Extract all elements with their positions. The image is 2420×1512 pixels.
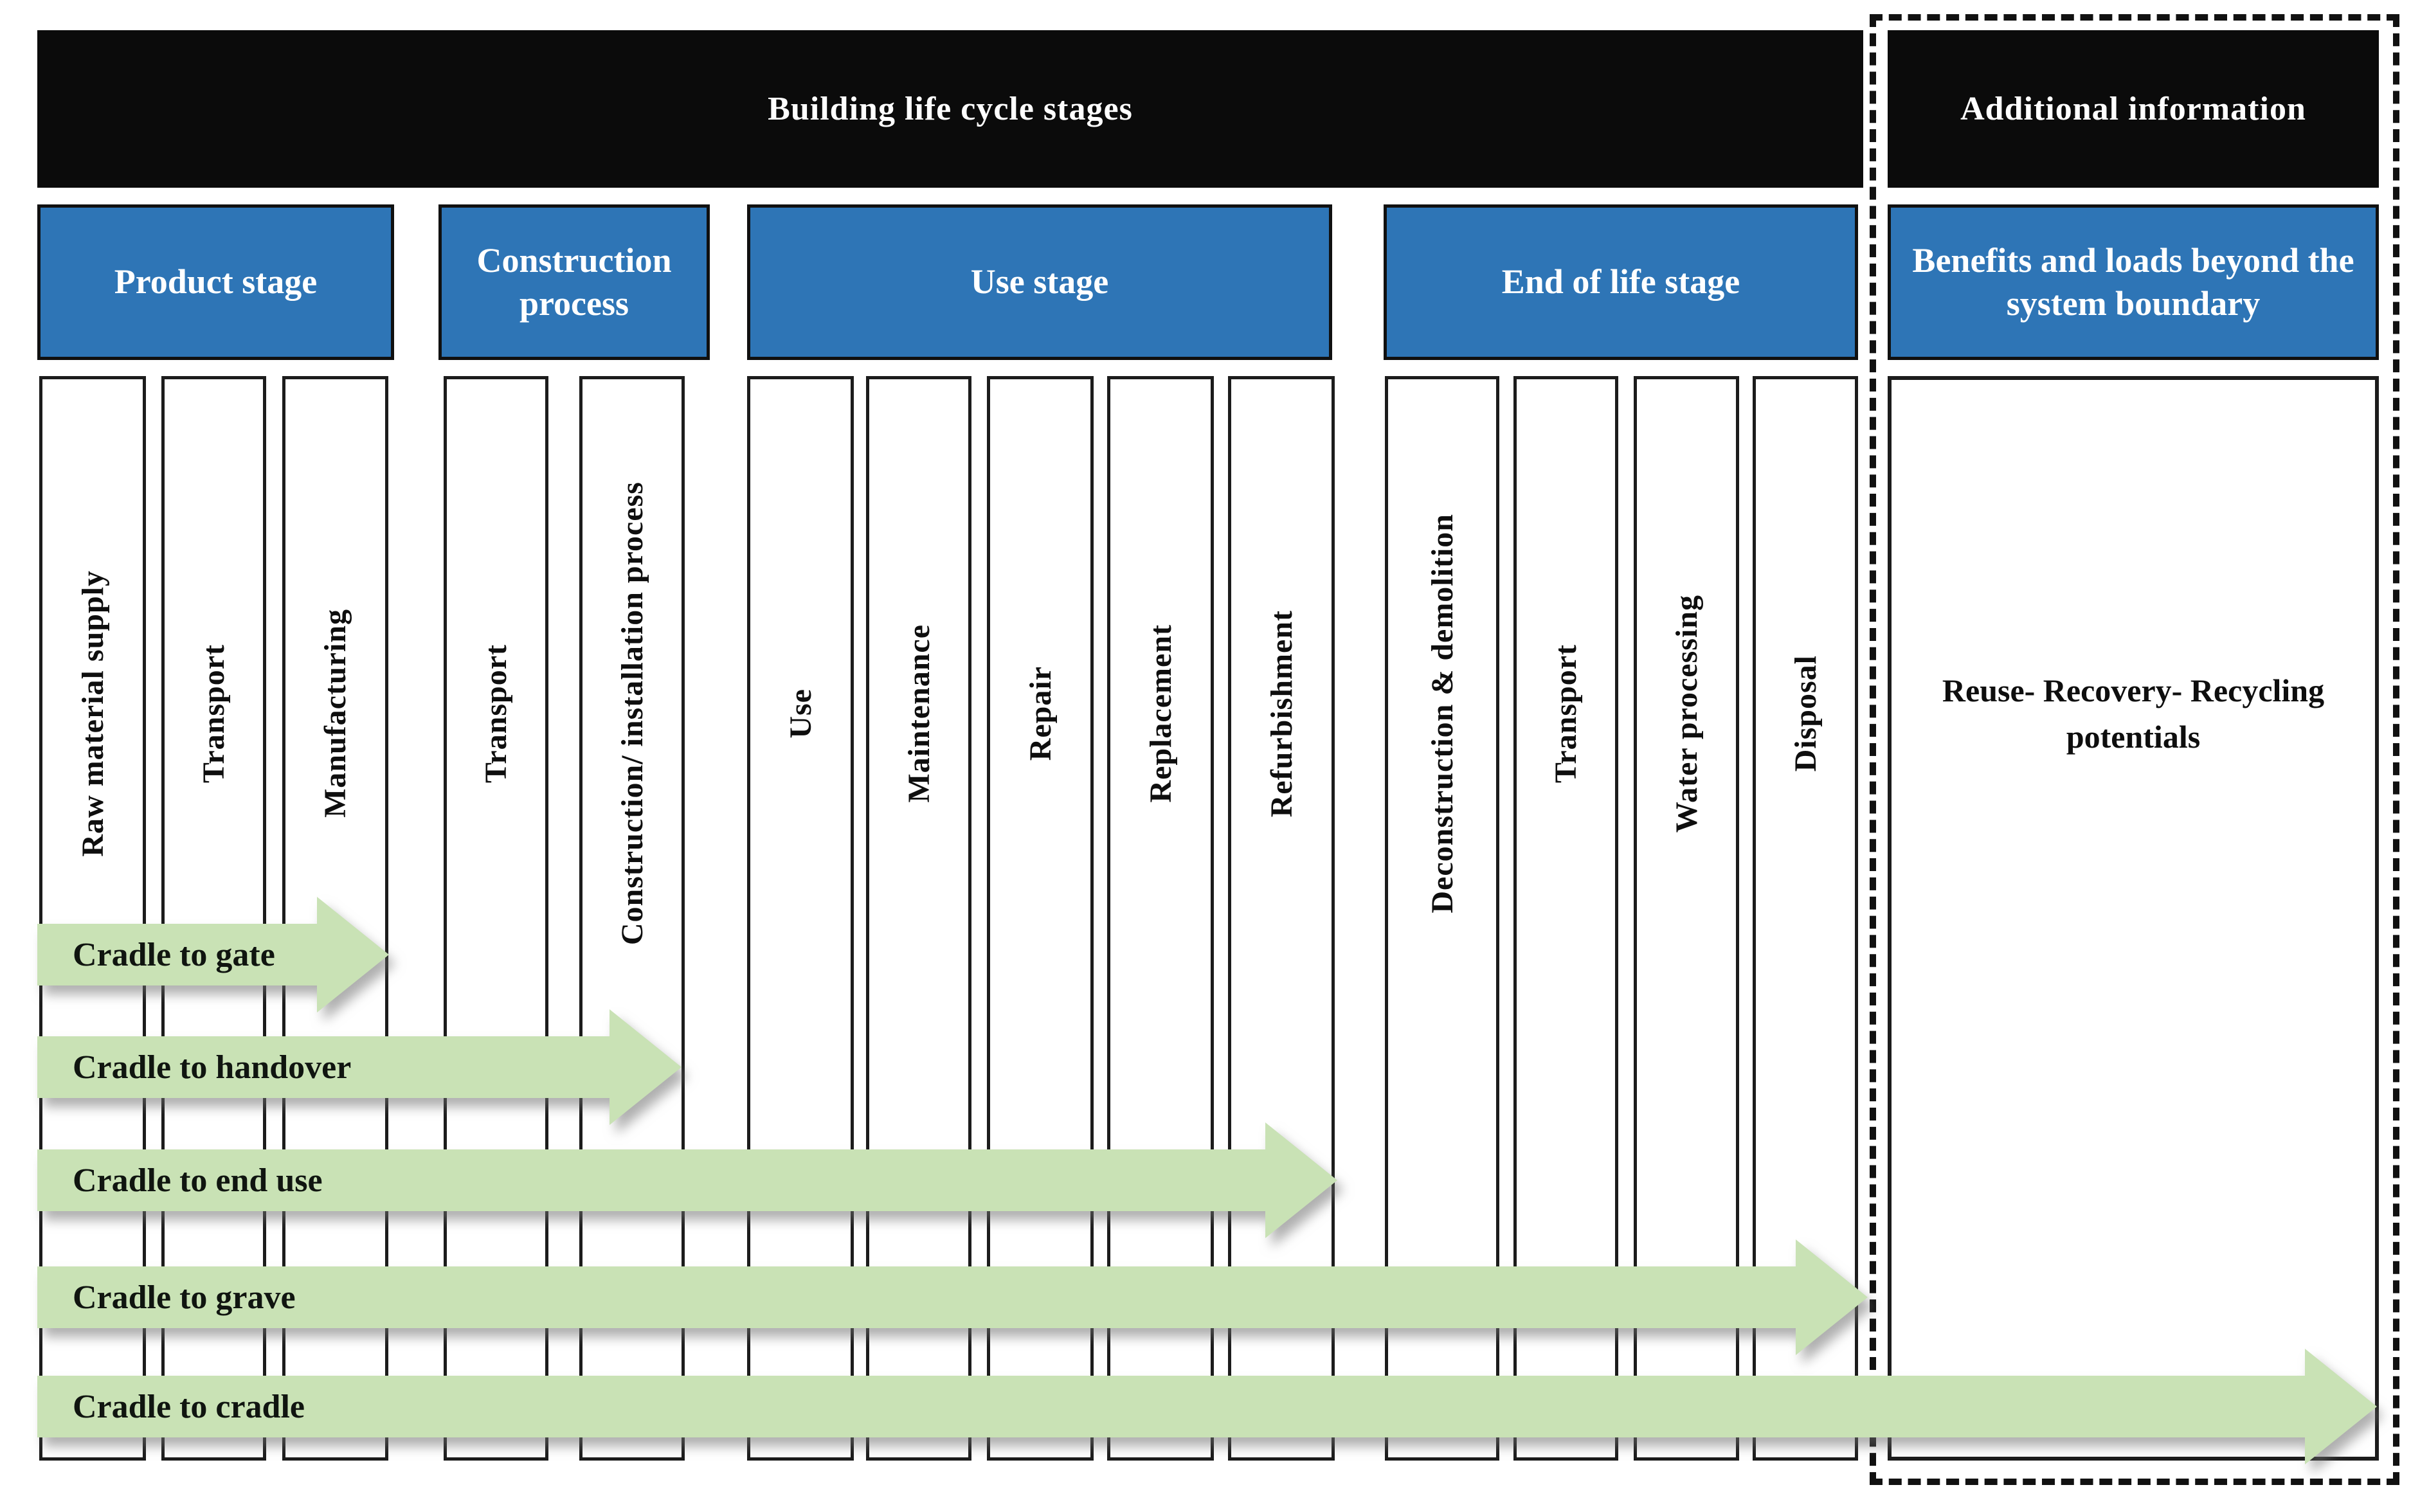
column-label-construction-transport: Transport	[479, 644, 513, 783]
additional-information-bar: Additional information	[1888, 30, 2379, 188]
benefits-content-box: Reuse- Recovery- Recycling potentials	[1888, 376, 2379, 1461]
system-boundary-dashed-box	[1870, 14, 2399, 1485]
arrow-cradle-to-gate: Cradle to gate	[37, 897, 389, 1013]
arrow-cradle-to-end-use: Cradle to end use	[37, 1122, 1337, 1238]
stage-header-end-of-life-label: End of life stage	[1501, 262, 1740, 302]
arrow-head-icon	[2305, 1349, 2377, 1464]
column-label-refurbishment: Refurbishment	[1264, 609, 1299, 818]
arrow-head-icon	[1265, 1122, 1337, 1238]
column-label-disposal: Disposal	[1788, 655, 1823, 772]
arrow-label-cradle-to-end-use: Cradle to end use	[73, 1162, 323, 1199]
arrow-head-icon	[317, 897, 389, 1013]
arrow-label-cradle-to-handover: Cradle to handover	[73, 1048, 352, 1086]
stage-header-use: Use stage	[747, 204, 1332, 360]
stage-header-product-label: Product stage	[114, 262, 318, 302]
stage-header-construction: Construction process	[438, 204, 710, 360]
stage-header-benefits-label: Benefits and loads beyond the system bou…	[1912, 240, 2354, 323]
column-label-repair: Repair	[1023, 666, 1058, 761]
column-label-deconstruction-demolition: Deconstruction & demolition	[1425, 514, 1459, 914]
arrow-head-icon	[610, 1009, 682, 1125]
column-label-water-processing: Water processing	[1669, 594, 1704, 833]
column-label-use: Use	[783, 688, 818, 739]
column-label-construction-installation: Construction/ installation process	[615, 482, 649, 946]
stage-header-construction-label: Construction process	[476, 240, 672, 323]
benefits-content-text: Reuse- Recovery- Recycling potentials	[1942, 672, 2325, 755]
column-label-manufacturing: Manufacturing	[318, 609, 352, 818]
arrow-cradle-to-handover: Cradle to handover	[37, 1009, 682, 1125]
column-label-eol-transport: Transport	[1549, 644, 1583, 783]
stage-header-benefits: Benefits and loads beyond the system bou…	[1888, 204, 2379, 360]
arrow-head-icon	[1796, 1239, 1868, 1355]
column-label-replacement: Replacement	[1143, 624, 1178, 803]
arrow-label-cradle-to-cradle: Cradle to cradle	[73, 1388, 305, 1425]
arrow-cradle-to-grave: Cradle to grave	[37, 1239, 1868, 1355]
stage-header-end-of-life: End of life stage	[1384, 204, 1858, 360]
additional-information-title: Additional information	[1960, 91, 2306, 127]
column-label-maintenance: Maintenance	[901, 624, 936, 803]
stage-header-product: Product stage	[37, 204, 394, 360]
column-label-product-transport: Transport	[197, 644, 231, 783]
diagram-title-bar: Building life cycle stages	[37, 30, 1863, 188]
arrow-cradle-to-cradle: Cradle to cradle	[37, 1349, 2377, 1464]
arrow-label-cradle-to-grave: Cradle to grave	[73, 1279, 296, 1316]
diagram-title: Building life cycle stages	[768, 91, 1133, 127]
column-label-raw-material-supply: Raw material supply	[75, 570, 110, 857]
stage-header-use-label: Use stage	[970, 262, 1109, 302]
arrow-label-cradle-to-gate: Cradle to gate	[73, 936, 275, 973]
